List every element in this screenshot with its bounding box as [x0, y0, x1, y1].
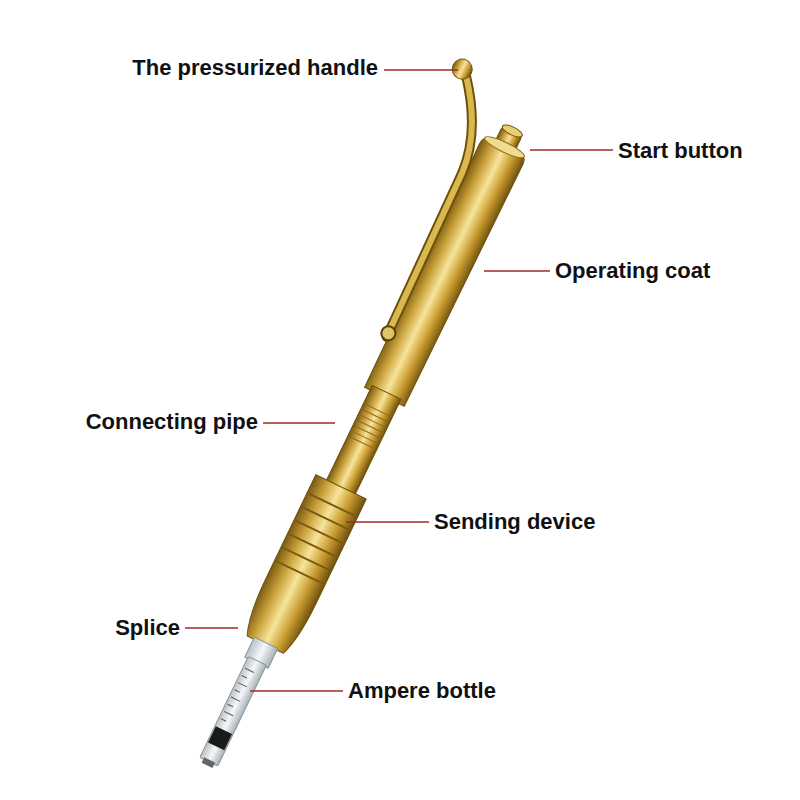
part-label: Sending device — [434, 509, 595, 535]
part-label: Start button — [618, 138, 743, 164]
part-label: Connecting pipe — [86, 409, 258, 435]
part-label: Operating coat — [555, 258, 710, 284]
part-label: The pressurized handle — [132, 55, 378, 81]
part-label: Ampere bottle — [348, 678, 496, 704]
leader-lines — [185, 70, 613, 691]
part-label: Splice — [115, 615, 180, 641]
